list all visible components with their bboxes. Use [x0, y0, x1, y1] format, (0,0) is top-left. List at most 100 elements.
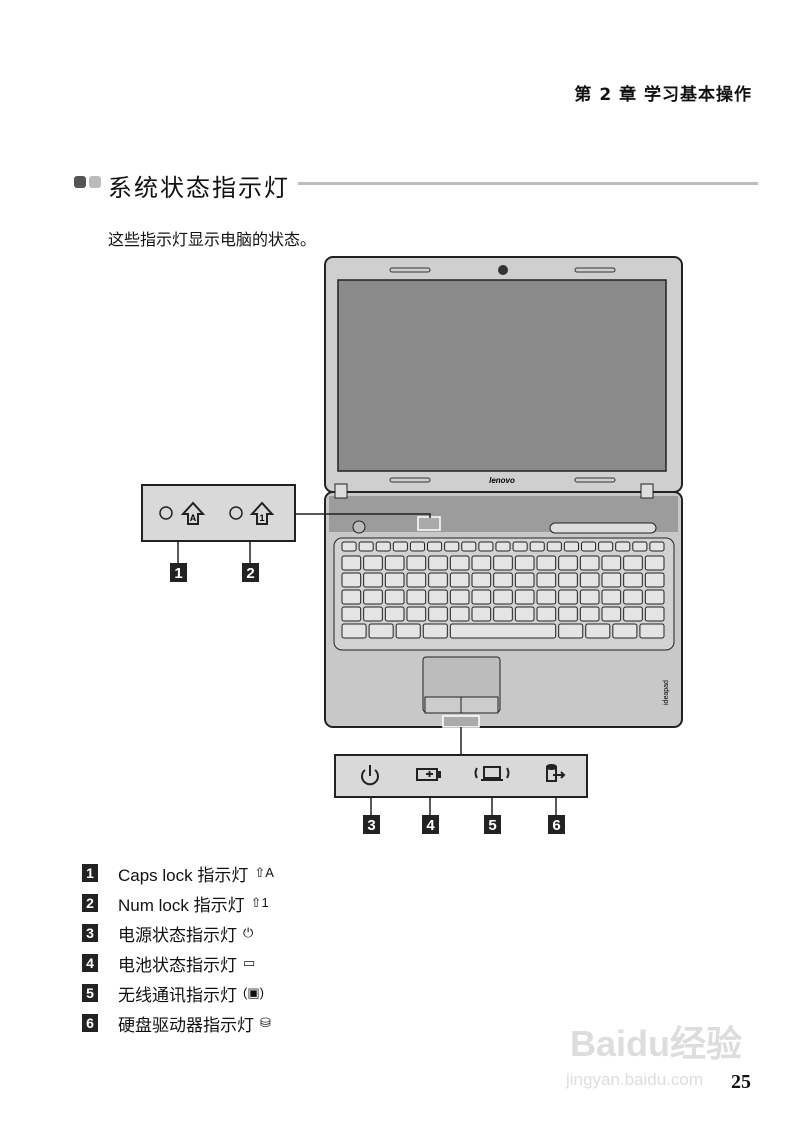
keyboard-key: [341, 541, 357, 552]
item-number: 3: [82, 924, 98, 942]
power-icon: ⏻: [243, 925, 254, 940]
keyboard-key: [512, 541, 528, 552]
hdd-icon: [546, 764, 566, 782]
keyboard-key: [493, 572, 513, 588]
top-indicators: [417, 516, 441, 531]
svg-text:1: 1: [259, 513, 264, 523]
callout-2: 2: [246, 565, 254, 582]
keyboard-key: [341, 589, 362, 605]
item-label: Caps lock 指示灯: [118, 865, 249, 885]
keyboard-key: [406, 555, 427, 571]
keyboard-key: [493, 606, 513, 622]
keyboard-key: [601, 606, 622, 622]
keyboard-key: [580, 541, 597, 552]
keyboard: [341, 541, 665, 639]
keyboard-key: [558, 572, 578, 588]
keyboard-key: [563, 541, 579, 552]
item-number: 4: [82, 954, 98, 972]
keyboard-key: [514, 606, 535, 622]
keyboard-key: [632, 541, 648, 552]
keyboard-key: [471, 555, 492, 571]
keyboard-key: [358, 541, 374, 552]
item-label: 硬盘驱动器指示灯: [118, 1015, 254, 1035]
item-number: 2: [82, 894, 98, 912]
keyboard-key: [536, 555, 557, 571]
callout-panel-top: A 1: [141, 484, 431, 563]
keyboard-key: [514, 572, 535, 588]
keyboard-key: [375, 541, 391, 552]
section-title: 系统状态指示灯: [108, 174, 290, 202]
section-bullet-dark: [74, 176, 86, 188]
keyboard-key: [558, 623, 584, 639]
laptop-lid: lenovo: [324, 256, 683, 493]
keyboard-key: [384, 606, 405, 622]
list-item: 6 硬盘驱动器指示灯 ⛁: [82, 1013, 271, 1035]
wireless-icon: (▣): [243, 985, 264, 1000]
callout-numbers: 1 2 3 4 5 6: [170, 563, 565, 834]
keyboard-key: [406, 589, 427, 605]
caps-lock-icon: ⇧A: [254, 865, 274, 880]
callout-5: 5: [488, 817, 496, 834]
keyboard-key: [579, 555, 600, 571]
keyboard-key: [478, 541, 494, 552]
callout-4: 4: [426, 817, 435, 834]
keyboard-key: [601, 572, 622, 588]
keyboard-key: [493, 589, 513, 605]
keyboard-key: [384, 572, 405, 588]
keyboard-key: [536, 572, 557, 588]
item-label: 电源状态指示灯: [118, 925, 237, 945]
keyboard-key: [471, 589, 492, 605]
watermark-logo: Baidu经验: [570, 1023, 743, 1064]
keyboard-key: [623, 606, 643, 622]
keyboard-key: [406, 606, 427, 622]
callout-3: 3: [367, 817, 375, 834]
callout-6: 6: [552, 817, 560, 834]
intro-text: 这些指示灯显示电脑的状态。: [108, 230, 317, 249]
chapter-header: 第 2 章 学习基本操作: [574, 85, 752, 105]
num-lock-icon: [249, 501, 275, 525]
side-brand: ideapad: [663, 680, 670, 705]
power-icon: [361, 765, 379, 786]
keyboard-key: [558, 606, 578, 622]
caps-lock-icon: [180, 501, 206, 525]
keyboard-key: [384, 589, 405, 605]
keyboard-key: [536, 589, 557, 605]
keyboard-key: [612, 623, 638, 639]
keyboard-key: [449, 572, 470, 588]
keyboard-key: [392, 541, 408, 552]
hdd-icon: ⛁: [260, 1015, 271, 1030]
battery-icon: ▭: [243, 955, 256, 970]
keyboard-key: [493, 555, 513, 571]
power-button: [352, 520, 366, 534]
page-number: 25: [731, 1071, 751, 1093]
keyboard-key: [449, 623, 557, 639]
keyboard-key: [409, 541, 426, 552]
brand-logo: lenovo: [489, 476, 515, 485]
section-rule: [298, 182, 758, 185]
keyboard-key: [384, 555, 405, 571]
keyboard-key: [514, 555, 535, 571]
keyboard-key: [623, 572, 643, 588]
keyboard-key: [579, 606, 600, 622]
battery-icon: [416, 768, 441, 781]
keyboard-key: [558, 555, 578, 571]
keyboard-key: [341, 623, 367, 639]
keyboard-key: [395, 623, 421, 639]
keyboard-key: [428, 572, 448, 588]
keyboard-key: [341, 555, 362, 571]
item-number: 5: [82, 984, 98, 1002]
keyboard-key: [449, 606, 470, 622]
item-label: Num lock 指示灯: [118, 895, 245, 915]
keyboard-key: [406, 572, 427, 588]
keyboard-key: [428, 555, 448, 571]
keyboard-key: [529, 541, 545, 552]
keyboard-key: [341, 606, 362, 622]
keyboard-key: [341, 572, 362, 588]
keyboard-key: [623, 555, 643, 571]
list-item: 3 电源状态指示灯 ⏻: [82, 923, 254, 945]
item-number: 6: [82, 1014, 98, 1032]
